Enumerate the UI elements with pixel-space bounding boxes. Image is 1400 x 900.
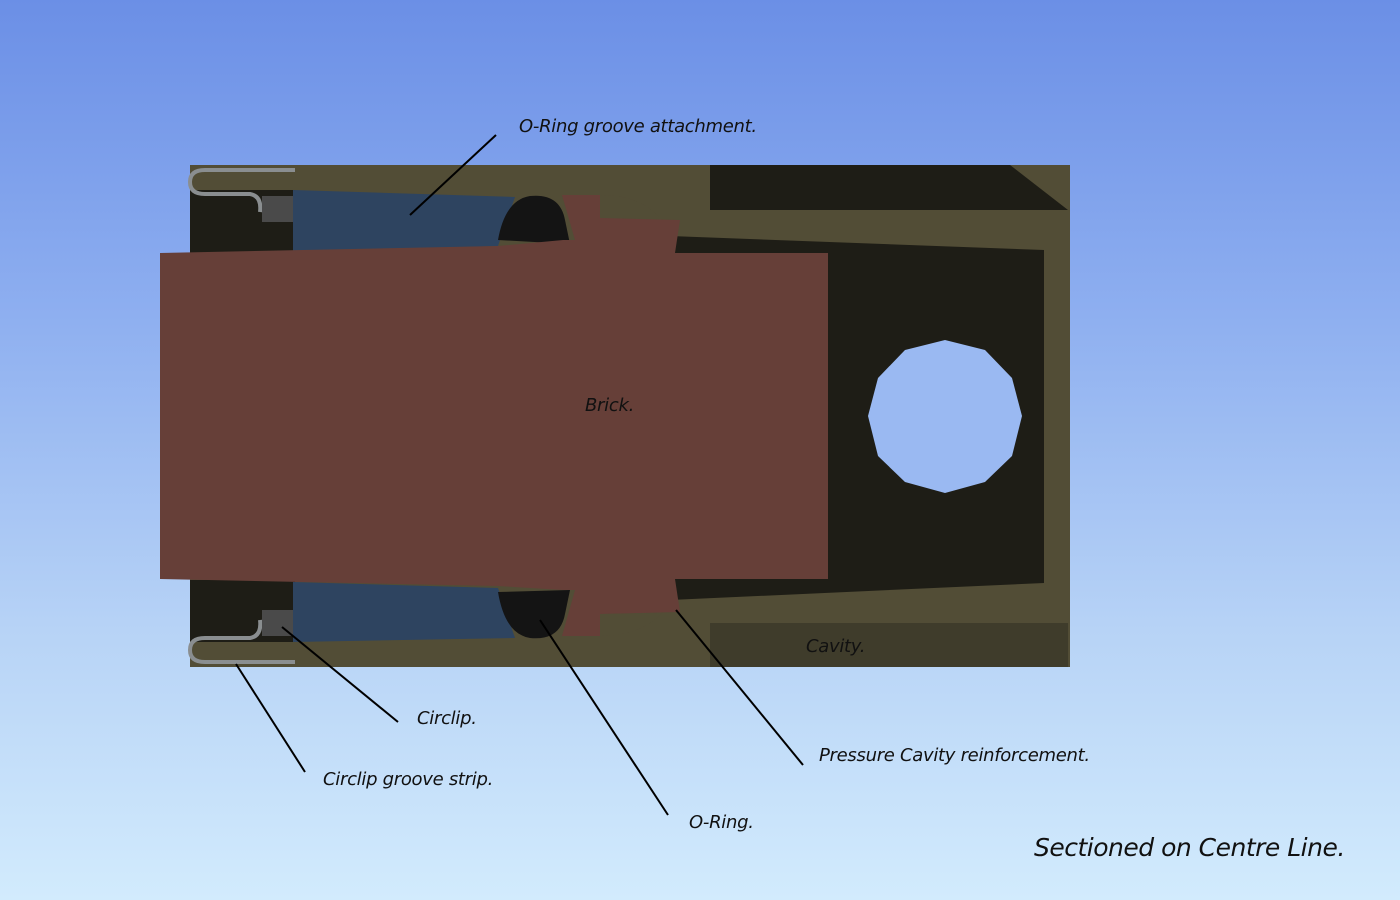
- label-circlip-groove-strip: Circlip groove strip.: [323, 769, 494, 790]
- leader-pressure-cavity: [675, 609, 804, 766]
- oring-groove-attachment-top: [293, 190, 515, 252]
- brick-body: [160, 195, 828, 636]
- leader-circlip: [281, 626, 399, 723]
- leader-circlip-groove-strip: [235, 663, 306, 773]
- label-brick: Brick.: [585, 395, 634, 416]
- label-oring-groove-attachment: O-Ring groove attachment.: [519, 116, 757, 137]
- circlip-groove-strip-bottom: [187, 619, 295, 664]
- leader-lines: [235, 134, 804, 816]
- pressure-cavity-reinforcement-bottom: [600, 613, 662, 636]
- label-cavity: Cavity.: [806, 636, 866, 657]
- label-pressure-cavity-reinforcement: Pressure Cavity reinforcement.: [819, 745, 1090, 766]
- circlip-top: [262, 196, 294, 222]
- oring-groove-attachment-bottom: [293, 582, 515, 642]
- oring-top: [498, 195, 570, 244]
- circlip-groove-strip-top: [187, 168, 295, 213]
- through-hole: [868, 340, 1022, 493]
- leader-oring: [539, 619, 669, 816]
- label-oring: O-Ring.: [689, 812, 754, 833]
- top-recess: [710, 165, 1068, 210]
- oring-bottom: [498, 590, 570, 639]
- leader-oring-groove: [409, 134, 497, 216]
- caption-sectioned-on-centre-line: Sectioned on Centre Line.: [1034, 833, 1345, 862]
- pressure-cavity-reinforcement-top: [600, 195, 660, 218]
- label-circlip: Circlip.: [417, 708, 477, 729]
- bottom-recess: [710, 623, 1068, 667]
